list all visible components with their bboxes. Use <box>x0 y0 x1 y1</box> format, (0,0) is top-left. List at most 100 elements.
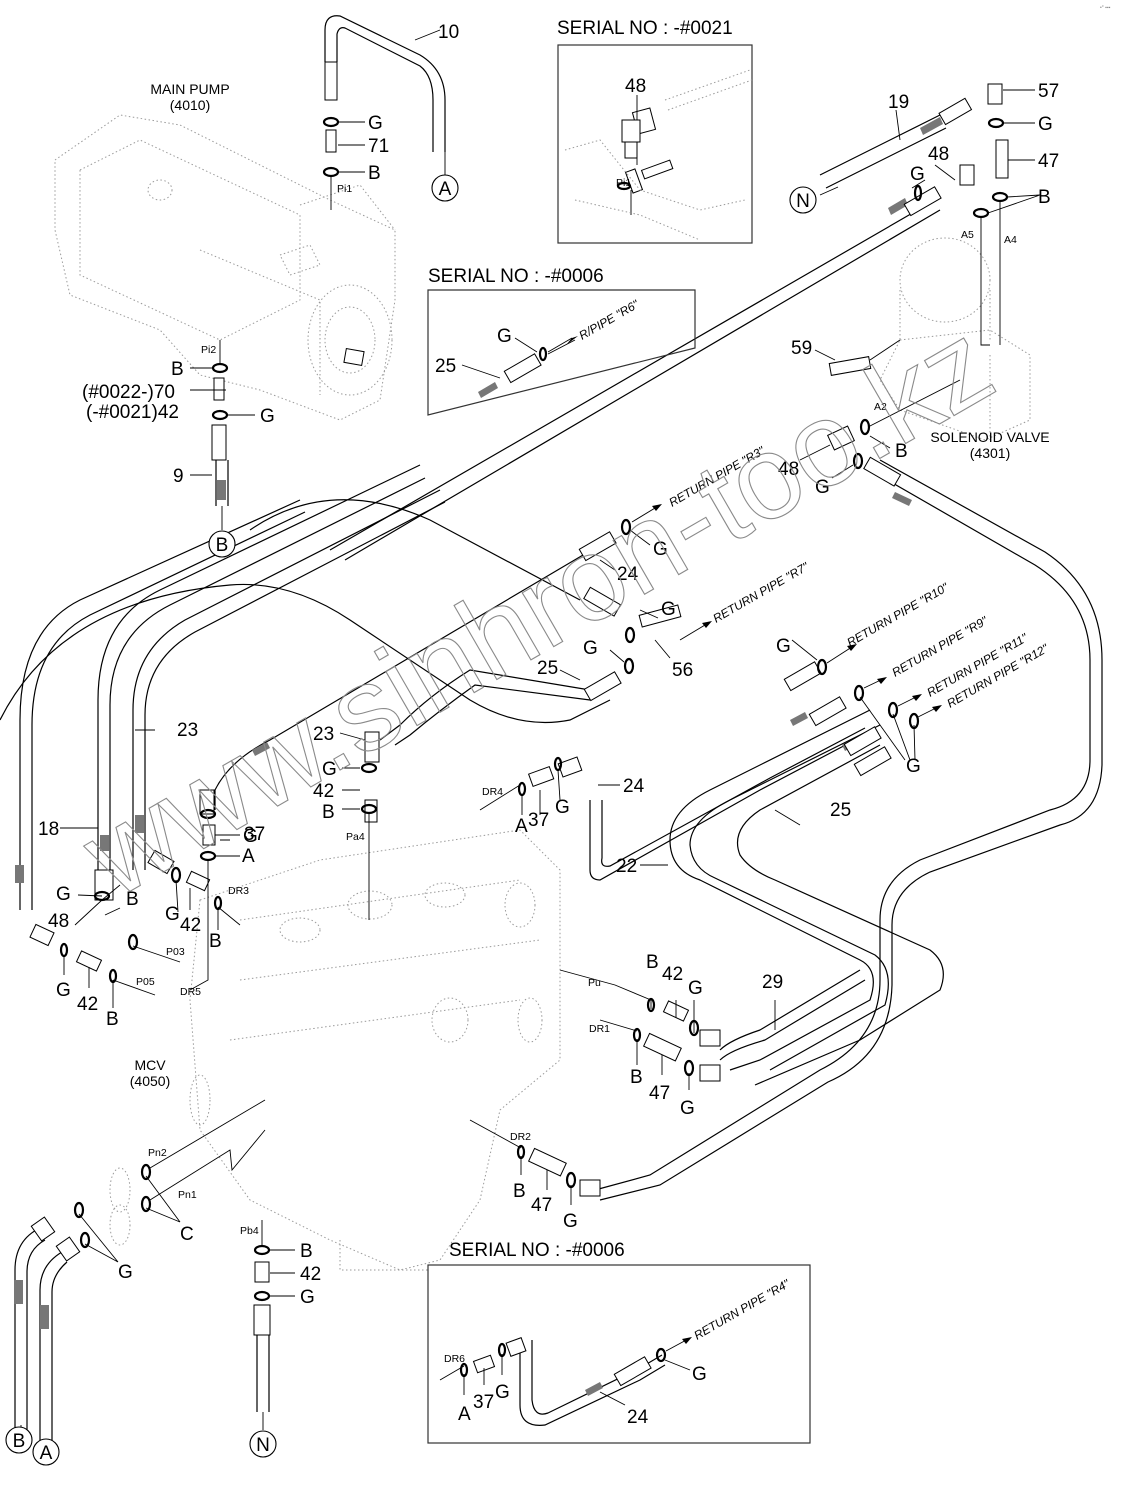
svg-text:B: B <box>13 1431 26 1452</box>
inset-box-serial-0006-r4 <box>427 1264 811 1444</box>
part-42: 42 <box>180 915 201 936</box>
part-B: B <box>1038 187 1051 208</box>
return-pipe-label-r6: R/PIPE "R6" <box>577 297 642 343</box>
port-label: DR2 <box>510 1131 531 1143</box>
part-48-inset: 48 <box>625 76 646 97</box>
return-pipe-label-r10: RETURN PIPE "R10" <box>845 580 952 650</box>
solenoid-valve-name: SOLENOID VALVE <box>930 429 1049 445</box>
port-label: DR6 <box>444 1353 465 1365</box>
solenoid-valve-outline <box>879 237 1031 441</box>
part-37: 37 <box>473 1392 494 1413</box>
part-G: G <box>692 1364 707 1385</box>
part-G: G <box>688 978 703 999</box>
port-label: Pi1 <box>337 183 352 195</box>
leader-lines <box>20 29 1041 1450</box>
svg-text:B: B <box>216 535 229 556</box>
return-pipe-label-r4: RETURN PIPE "R4" <box>692 1276 793 1342</box>
connector-B-top: A <box>431 174 459 202</box>
fittings <box>29 61 1009 1387</box>
svg-text:N: N <box>796 191 810 212</box>
part-G: G <box>495 1382 510 1403</box>
port-label: A4 <box>1004 234 1017 246</box>
part-25: 25 <box>830 800 851 821</box>
part-22: 22 <box>616 856 637 877</box>
part-G: G <box>563 1211 578 1232</box>
part-42-note: (-#0021)42 <box>86 402 179 423</box>
port-label: DR1 <box>589 1023 610 1035</box>
connector-A-bottom: A <box>32 1438 60 1466</box>
part-G: G <box>368 113 383 134</box>
main-pump-code: (4010) <box>170 97 210 113</box>
part-B: B <box>368 163 381 184</box>
svg-text:N: N <box>256 1435 270 1456</box>
part-9: 9 <box>173 466 184 487</box>
svg-text:A: A <box>439 179 452 200</box>
mcv-outline <box>109 829 561 1271</box>
part-42: 42 <box>77 994 98 1015</box>
part-C: C <box>180 1224 194 1245</box>
part-42: 42 <box>313 781 334 802</box>
connector-B-bottom: B <box>5 1426 33 1454</box>
inset-box-serial-0021 <box>557 44 753 244</box>
mcv-name: MCV <box>134 1057 166 1073</box>
part-B: B <box>630 1067 643 1088</box>
part-47: 47 <box>649 1083 670 1104</box>
svg-text:A: A <box>40 1443 53 1464</box>
main-pump-name: MAIN PUMP <box>150 81 229 97</box>
port-label-inset: Pi1 <box>616 177 631 189</box>
part-B: B <box>106 1009 119 1030</box>
part-G: G <box>1038 114 1053 135</box>
part-G: G <box>260 406 275 427</box>
inset-title-serial-0021: SERIAL NO : -#0021 <box>557 18 733 39</box>
part-B: B <box>513 1181 526 1202</box>
connector-N-bottom: N <box>249 1430 277 1458</box>
connector-A-pump: B <box>208 530 236 558</box>
part-23: 23 <box>313 724 334 745</box>
part-G: G <box>300 1287 315 1308</box>
part-A: A <box>242 846 255 867</box>
part-B: B <box>895 441 908 462</box>
part-25-inset: 25 <box>435 356 456 377</box>
part-B: B <box>171 359 184 380</box>
part-47: 47 <box>1038 151 1059 172</box>
part-18: 18 <box>38 819 59 840</box>
part-57: 57 <box>1038 81 1059 102</box>
port-label: P05 <box>136 976 155 988</box>
part-42: 42 <box>300 1264 321 1285</box>
port-label: DR5 <box>180 986 201 998</box>
part-48: 48 <box>928 144 949 165</box>
part-37: 37 <box>528 810 549 831</box>
part-G: G <box>680 1098 695 1119</box>
main-pump-outline <box>54 114 396 421</box>
part-A: A <box>458 1404 471 1425</box>
part-B: B <box>646 952 659 973</box>
part-48: 48 <box>778 459 799 480</box>
part-G: G <box>661 599 676 620</box>
part-B: B <box>209 931 222 952</box>
inset-box-serial-0006-r6 <box>427 289 696 416</box>
part-24: 24 <box>627 1407 649 1428</box>
part-42: 42 <box>662 964 683 985</box>
part-G: G <box>815 477 830 498</box>
part-A: A <box>515 816 528 837</box>
part-24: 24 <box>617 564 639 585</box>
part-71: 71 <box>368 136 389 157</box>
part-B: B <box>322 802 335 823</box>
port-label: DR4 <box>482 786 503 798</box>
part-56: 56 <box>672 660 693 681</box>
inset-title-serial-0006-r6: SERIAL NO : -#0006 <box>428 266 604 287</box>
part-25: 25 <box>537 658 558 679</box>
inset-title-serial-0006-r4: SERIAL NO : -#0006 <box>449 1240 625 1261</box>
port-labels: Pi1 Pi2 A5 A4 A2 DR4 Pa4 DR3 P03 P05 DR5… <box>136 177 1017 1365</box>
part-37-left: 37 <box>244 824 265 845</box>
part-G: G <box>118 1262 133 1283</box>
part-labels: 10 G 71 B B (#0022-)70 (-#0021)42 G 9 48… <box>38 22 1059 1428</box>
part-59: 59 <box>791 338 812 359</box>
port-label: A2 <box>874 401 887 413</box>
solenoid-valve-code: (4301) <box>970 445 1010 461</box>
inset-0021-detail <box>564 69 753 241</box>
port-label: Pb4 <box>240 1225 259 1237</box>
port-label: P03 <box>166 946 185 958</box>
part-19: 19 <box>888 92 909 113</box>
part-G: G <box>776 636 791 657</box>
